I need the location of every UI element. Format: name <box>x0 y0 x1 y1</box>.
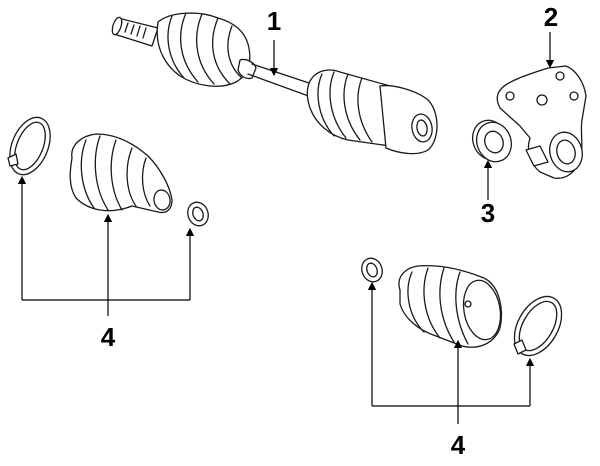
boot-kit-left[interactable]: 4 <box>2 111 211 352</box>
callout-boot-kit-right: 4 <box>451 430 466 460</box>
clamp-ring-large-left <box>7 116 51 176</box>
clamp-ring-large-right <box>513 295 563 357</box>
cv-boot-right <box>398 264 503 348</box>
spline-stub <box>111 16 159 47</box>
callout-boot-kit-left: 4 <box>101 322 116 352</box>
axle-shaft-assembly[interactable]: 1 <box>110 6 438 155</box>
axle-bar <box>247 63 319 99</box>
cv-boot-left <box>69 133 173 214</box>
support-bracket[interactable]: 2 <box>496 2 587 179</box>
boot-kit-right[interactable]: 4 <box>358 255 571 460</box>
callout-bearing: 3 <box>481 198 495 228</box>
callout-bracket: 2 <box>544 2 558 32</box>
clamp-ring-small-left <box>187 201 209 227</box>
callout-axle-shaft: 1 <box>267 6 281 36</box>
clamp-ring-small-right <box>361 257 383 283</box>
inner-cv-joint <box>306 69 438 155</box>
outer-cv-joint <box>156 12 257 87</box>
bearing[interactable]: 3 <box>467 115 517 228</box>
